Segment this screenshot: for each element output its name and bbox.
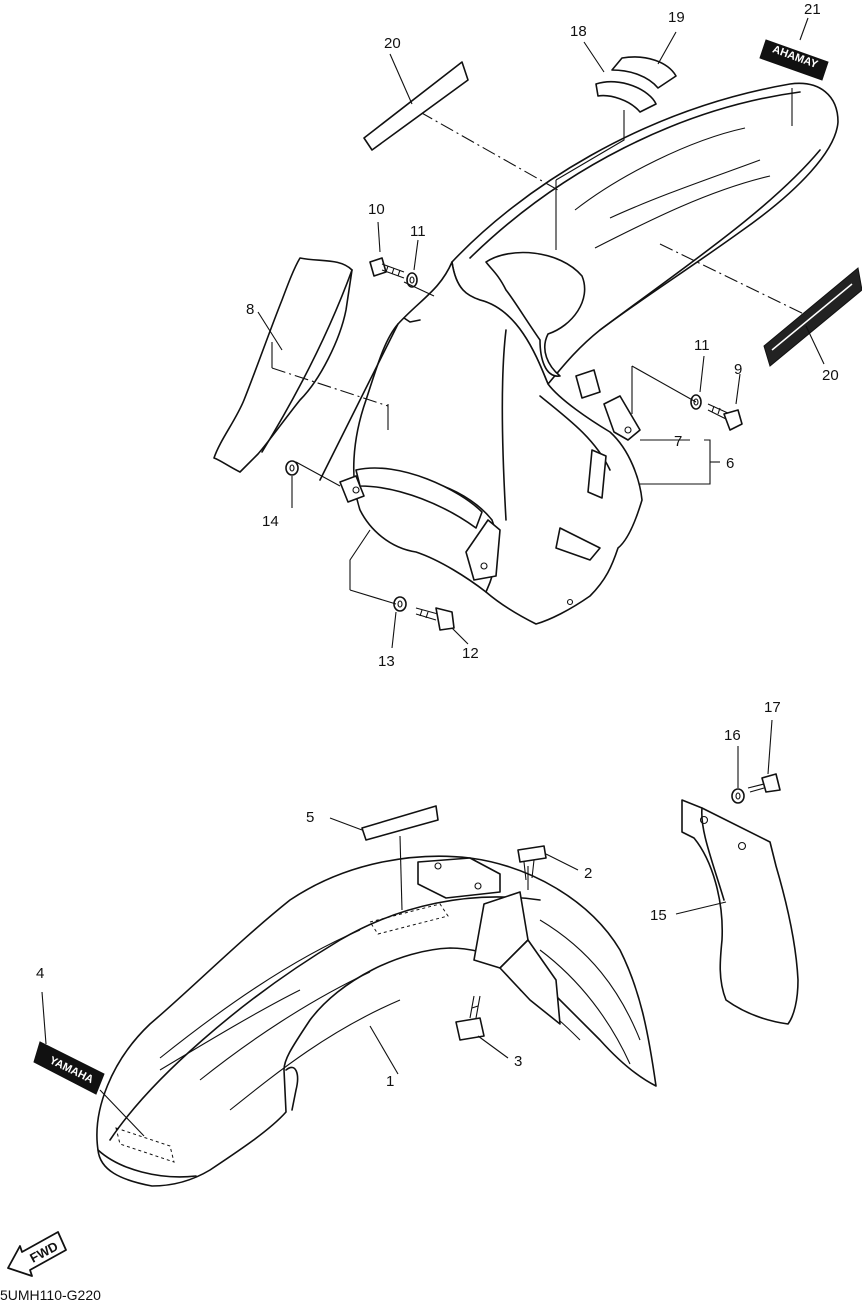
callout-5: 5 xyxy=(306,809,314,826)
side-cover-8 xyxy=(213,257,389,473)
callout-8: 8 xyxy=(246,301,254,318)
bolt-3 xyxy=(455,995,485,1041)
fwd-arrow-icon: FWD xyxy=(7,1231,67,1277)
washer-14 xyxy=(285,460,299,476)
callout-7: 7 xyxy=(674,433,682,450)
decal-4: YAMAHA xyxy=(33,1041,105,1095)
rear-fender xyxy=(419,82,839,385)
decal-20-right xyxy=(763,267,862,367)
front-fender xyxy=(96,835,657,1187)
callout-10: 10 xyxy=(368,201,385,218)
callout-1: 1 xyxy=(386,1073,394,1090)
callout-18: 18 xyxy=(570,23,587,40)
callout-6: 6 xyxy=(726,455,734,472)
bolt-12 xyxy=(415,607,455,631)
callout-21: 21 xyxy=(804,1,821,18)
decal-5 xyxy=(361,805,439,841)
callout-19: 19 xyxy=(668,9,685,26)
bolt-9 xyxy=(707,403,743,431)
rear-inner-fender xyxy=(319,261,643,625)
callout-20-left: 20 xyxy=(384,35,401,52)
callout-15: 15 xyxy=(650,907,667,924)
callout-17: 17 xyxy=(764,699,781,716)
callout-3: 3 xyxy=(514,1053,522,1070)
washer-16 xyxy=(731,788,745,804)
decal-20-left xyxy=(363,61,469,151)
bolt-2 xyxy=(517,845,547,881)
callout-16: 16 xyxy=(724,727,741,744)
callout-14: 14 xyxy=(262,513,279,530)
callout-11-right: 11 xyxy=(694,337,710,354)
callout-4: 4 xyxy=(36,965,44,982)
washer-11-top xyxy=(406,272,418,288)
callout-20-right: 20 xyxy=(822,367,839,384)
decal-18 xyxy=(595,80,657,113)
callout-11-top: 11 xyxy=(410,223,426,240)
guard-15 xyxy=(681,799,799,1025)
callout-9: 9 xyxy=(734,361,742,378)
screw-17 xyxy=(747,773,781,793)
bolt-10 xyxy=(369,257,405,279)
callout-2: 2 xyxy=(584,865,592,882)
callout-13: 13 xyxy=(378,653,395,670)
callout-labels: 20 18 19 21 10 11 8 11 9 20 7 6 14 13 12… xyxy=(36,1,839,1090)
washer-13 xyxy=(393,596,407,612)
decal-21: YAMAHA xyxy=(759,39,829,81)
diagram-code: 5UMH110-G220 xyxy=(0,1287,101,1302)
decal-19 xyxy=(611,56,677,89)
callout-12: 12 xyxy=(462,645,479,662)
